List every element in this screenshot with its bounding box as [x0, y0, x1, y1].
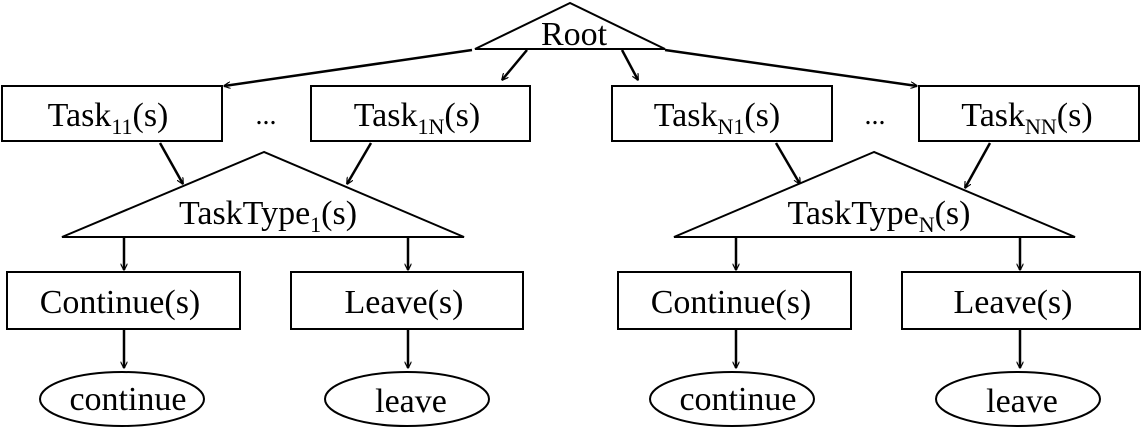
- edge-tasknn-tasktypen: [963, 142, 992, 188]
- task-11-node: Task11(s): [1, 85, 223, 142]
- root-node: Root: [474, 1, 666, 53]
- edges: [124, 48, 1020, 368]
- task-n1-base: Task: [654, 97, 718, 134]
- continue-box-1-rect: [6, 271, 241, 330]
- tasktype-n-suffix: (s): [935, 195, 971, 232]
- leave-box-2-rect: [901, 271, 1141, 330]
- task-1n-node: Task1N(s): [310, 85, 531, 142]
- tasktype-n-base: TaskType: [788, 195, 919, 232]
- tasktype-1-subscript: 1: [310, 212, 321, 237]
- tasktype-1-suffix: (s): [321, 195, 357, 232]
- edge-taskn1-tasktypen: [774, 142, 802, 184]
- task-nn-base: Task: [961, 97, 1025, 134]
- task-11-label: Task11(s): [48, 97, 169, 139]
- leave-leaf-1-ellipse: [324, 371, 490, 427]
- task-n1-box: [611, 85, 833, 142]
- root-triangle: [474, 1, 666, 50]
- edge-root-tasknn: [664, 48, 917, 86]
- tasktype-n-subscript: N: [919, 212, 935, 237]
- leave-box-2: Leave(s): [901, 271, 1141, 330]
- continue-leaf-2-label: continue: [679, 381, 796, 418]
- tasktype-n-label: TaskTypeN(s): [788, 195, 971, 237]
- leave-leaf-1-label: leave: [375, 383, 447, 420]
- edge-root-task1n: [502, 49, 528, 80]
- continue-leaf-2: continue: [649, 371, 815, 427]
- leave-leaf-1: leave: [324, 371, 490, 427]
- edge-task1n-tasktype1: [345, 142, 373, 184]
- continue-leaf-2-ellipse: [649, 371, 815, 427]
- task-1n-label: Task1N(s): [354, 97, 481, 139]
- task-n1-subscript: N1: [717, 114, 744, 139]
- tasktype-1-triangle: [61, 150, 465, 238]
- task-ellipsis-2: ...: [865, 100, 886, 131]
- leave-leaf-2-label: leave: [986, 383, 1058, 420]
- task-nn-node: TaskNN(s): [918, 85, 1140, 142]
- edge-root-taskn1: [620, 49, 640, 80]
- leave-leaf-2: leave: [935, 371, 1101, 427]
- edge-root-task11: [224, 48, 473, 86]
- continue-box-2-label: Continue(s): [651, 284, 812, 321]
- tasktype-1-label: TaskType1(s): [179, 195, 357, 237]
- task-nn-label: TaskNN(s): [961, 97, 1092, 139]
- task-nn-subscript: NN: [1025, 114, 1057, 139]
- task-11-base: Task: [48, 97, 112, 134]
- leave-leaf-2-ellipse: [935, 371, 1101, 427]
- group-2: TaskN1(s) ... TaskNN(s) TaskTypeN(s) Con…: [611, 85, 1141, 427]
- continue-box-1: Continue(s): [6, 271, 241, 330]
- task-1n-box: [310, 85, 531, 142]
- task-1n-subscript: 1N: [417, 114, 444, 139]
- continue-box-2-rect: [617, 271, 852, 330]
- leave-box-1-rect: [290, 271, 524, 330]
- task-ellipsis-1: ...: [256, 100, 277, 131]
- continue-leaf-1: continue: [39, 371, 205, 427]
- leave-box-1: Leave(s): [290, 271, 524, 330]
- continue-leaf-1-label: continue: [69, 381, 186, 418]
- task-11-subscript: 11: [111, 114, 132, 139]
- continue-box-1-label: Continue(s): [40, 284, 201, 321]
- task-11-suffix: (s): [133, 97, 169, 134]
- group-1: Task11(s) ... Task1N(s) TaskType1(s) Con…: [1, 85, 531, 427]
- task-11-box: [1, 85, 223, 142]
- task-1n-base: Task: [354, 97, 418, 134]
- continue-box-2: Continue(s): [617, 271, 852, 330]
- task-n1-label: TaskN1(s): [654, 97, 781, 139]
- task-nn-suffix: (s): [1057, 97, 1093, 134]
- task-1n-suffix: (s): [444, 97, 480, 134]
- tasktype-n-triangle: [673, 150, 1076, 238]
- task-n1-node: TaskN1(s): [611, 85, 833, 142]
- leave-box-1-label: Leave(s): [345, 284, 464, 321]
- tasktype-n-node: TaskTypeN(s): [673, 150, 1076, 238]
- tasktype-1-node: TaskType1(s): [61, 150, 465, 238]
- tasktype-1-base: TaskType: [179, 195, 310, 232]
- leave-box-2-label: Leave(s): [954, 284, 1073, 321]
- edge-task11-tasktype1: [158, 142, 185, 184]
- continue-leaf-1-ellipse: [39, 371, 205, 427]
- task-n1-suffix: (s): [744, 97, 780, 134]
- root-label: Root: [541, 16, 608, 53]
- task-nn-box: [918, 85, 1140, 142]
